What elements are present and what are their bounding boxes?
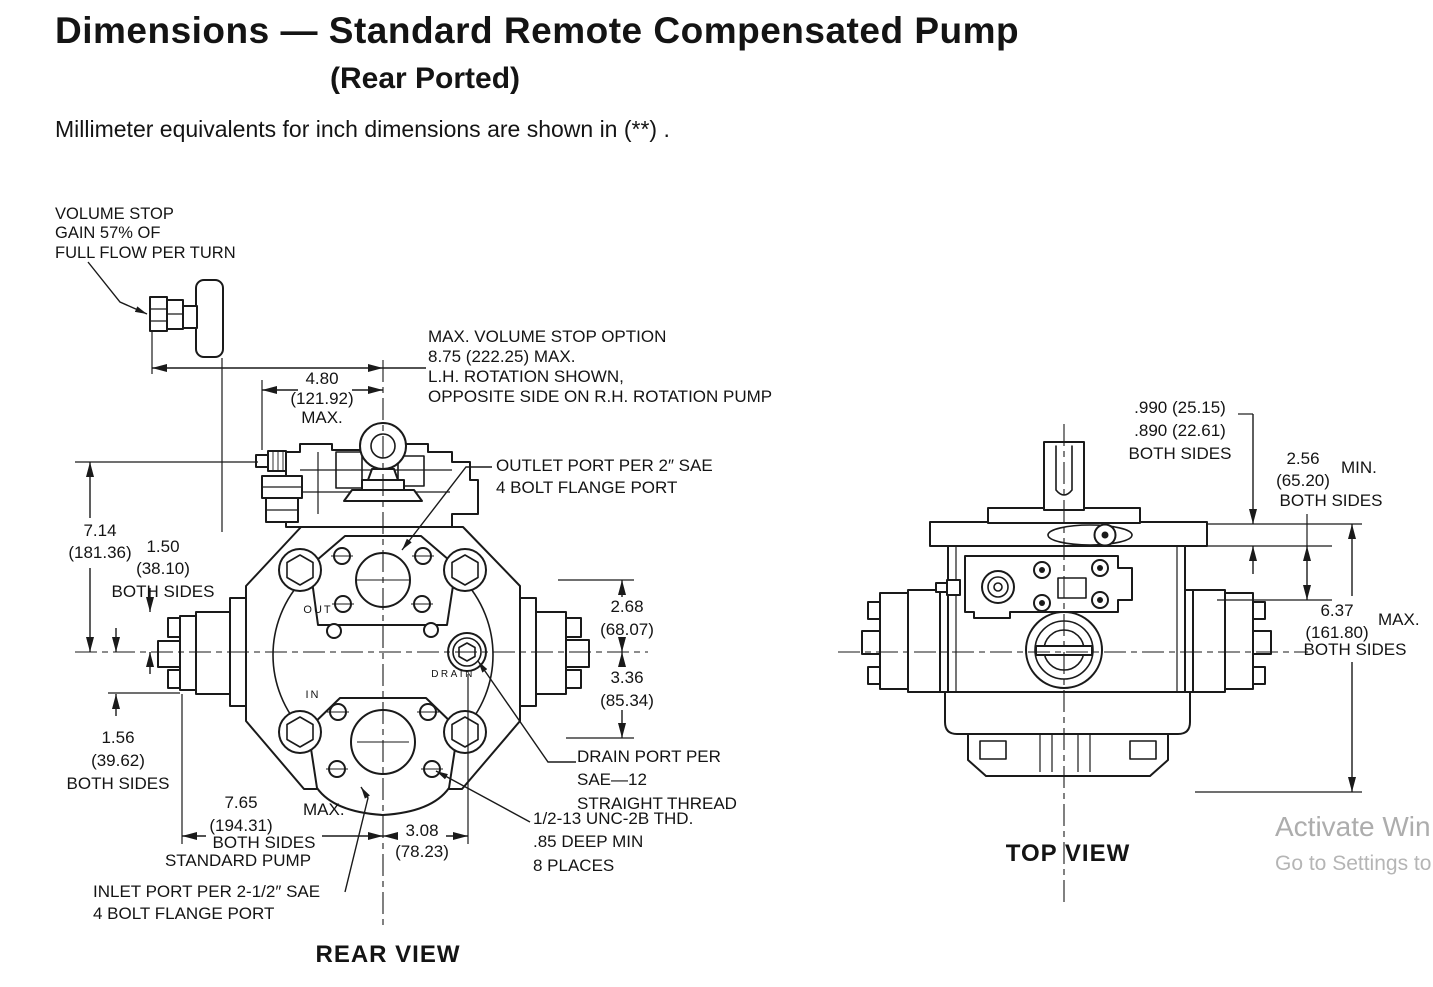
dim-7-65-mm: (194.31)	[209, 816, 273, 835]
dim-2-56-both-sides: BOTH SIDES	[1279, 491, 1383, 510]
dim-6-37-both-sides: BOTH SIDES	[1303, 640, 1407, 659]
callout-max-volume-stop: MAX. VOLUME STOP OPTION 8.75 (222.25) MA…	[428, 327, 773, 407]
dim-3-36-mm: (85.34)	[600, 691, 654, 710]
dim-3-36-value: 3.36	[610, 668, 644, 687]
port-label-drain: DRAIN	[431, 669, 475, 680]
port-label-out: OUT	[303, 604, 333, 616]
dim-990-890: .990 (25.15) .890 (22.61) BOTH SIDES	[1128, 398, 1232, 464]
inlet-bolt-holes	[326, 703, 443, 778]
inlet-leader	[344, 786, 370, 893]
top-view-compensator	[935, 555, 1133, 619]
dim-2-56-min: MIN.	[1341, 458, 1377, 477]
dim-6-37-mm: (161.80)	[1305, 623, 1369, 642]
compensator-assembly	[255, 443, 479, 528]
port-label-in: IN	[305, 689, 321, 701]
volume-stop-leader	[87, 261, 148, 315]
callout-outlet-port: OUTLET PORT PER 2″ SAE 4 BOLT FLANGE POR…	[496, 456, 713, 498]
dimension-lines	[75, 330, 1362, 844]
compensator-adjust-screw	[255, 450, 287, 472]
windows-activation-watermark: Activate Win	[1275, 811, 1431, 842]
dim-2-56-mm: (65.20)	[1276, 471, 1330, 490]
dim-2-68-value: 2.68	[610, 597, 644, 616]
centerlines	[75, 360, 1308, 930]
volume-stop-knob	[149, 279, 224, 358]
dim-4-80: 4.80 (121.92) MAX.	[290, 369, 354, 428]
dim-2-68-mm: (68.07)	[600, 620, 654, 639]
rear-view-caption: REAR VIEW	[315, 941, 461, 968]
outlet-bolt-holes	[326, 547, 439, 639]
hex-bolts	[278, 548, 487, 754]
dim-1-50: 1.50 (38.10) BOTH SIDES	[111, 537, 215, 601]
leader-lines	[87, 261, 576, 893]
callout-inlet-port: INLET PORT PER 2-1/2″ SAE 4 BOLT FLANGE …	[93, 882, 321, 923]
callout-drain-port: DRAIN PORT PER SAE—12 STRAIGHT THREAD	[577, 747, 737, 813]
dim-3-08-mm: (78.23)	[395, 842, 449, 861]
top-view-drawing	[861, 441, 1272, 777]
outlet-leader	[401, 466, 492, 551]
units-note: Millimeter equivalents for inch dimensio…	[55, 116, 670, 142]
tapped-holes-leader	[435, 770, 531, 823]
rear-view-drawing	[149, 279, 590, 816]
callout-tapped-holes: 1/2-13 UNC-2B THD. .85 DEEP MIN 8 PLACES	[533, 809, 694, 875]
dim-3-08-value: 3.08	[405, 821, 439, 840]
top-view-left-foot	[861, 589, 949, 693]
dim-6-37-value: 6.37	[1320, 601, 1354, 620]
windows-activation-watermark-sub: Go to Settings to	[1275, 852, 1432, 875]
dim-6-37-max: MAX.	[1378, 610, 1420, 629]
dim-7-65-max: MAX.	[303, 800, 345, 819]
dim-7-65-both-sides: BOTH SIDES	[212, 833, 316, 852]
top-view-bottom-section	[944, 691, 1191, 777]
drain-leader	[477, 660, 576, 763]
page-subtitle: (Rear Ported)	[330, 62, 521, 95]
page-title: Dimensions — Standard Remote Compensated…	[55, 10, 1020, 51]
dim-7-65-standard-pump: STANDARD PUMP	[164, 851, 312, 870]
dim-7-14: 7.14 (181.36)	[68, 521, 132, 563]
callout-volume-stop: VOLUME STOP GAIN 57% OF FULL FLOW PER TU…	[55, 205, 236, 262]
dim-2-56-value: 2.56	[1286, 449, 1320, 468]
dim-1-56: 1.56 (39.62) BOTH SIDES	[66, 728, 170, 793]
top-view-caption: TOP VIEW	[1005, 840, 1131, 867]
top-view-right-foot	[1184, 589, 1272, 693]
dim-7-65-value: 7.65	[224, 793, 258, 812]
left-mounting-foot	[157, 597, 247, 707]
right-mounting-foot	[519, 597, 590, 707]
